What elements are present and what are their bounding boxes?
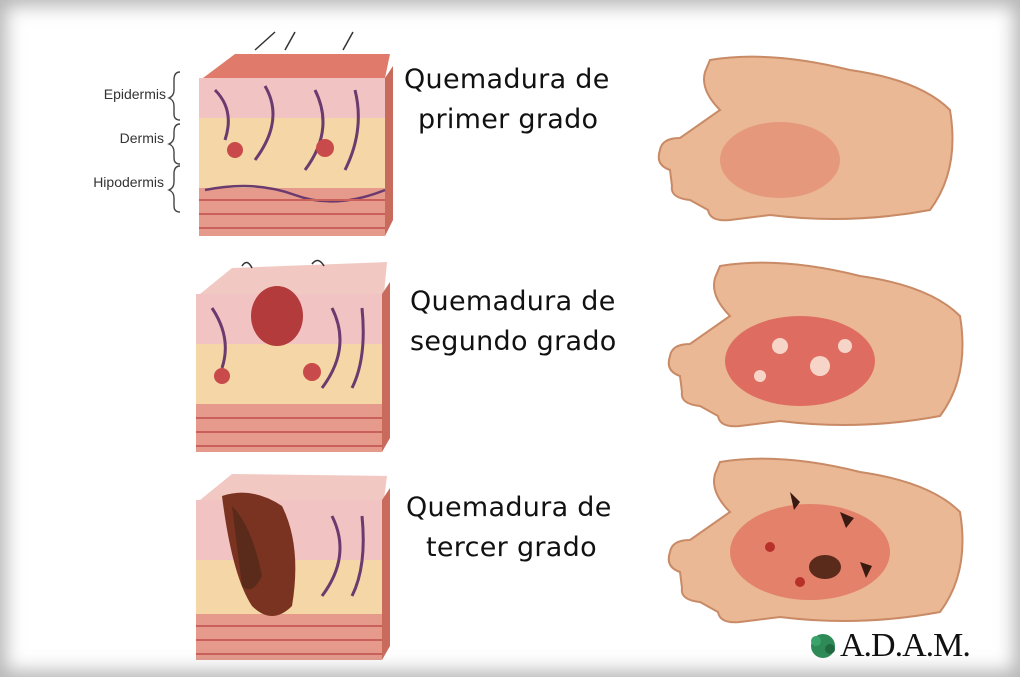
epidermis-label: Epidermis xyxy=(103,86,166,102)
caption-second-degree-line1: Quemadura de xyxy=(410,286,616,317)
caption-first-degree-line2: primer grado xyxy=(418,104,599,135)
skin-cross-section-first-degree xyxy=(199,31,393,236)
caption-first-degree: Quemadura de primer grado xyxy=(404,60,610,140)
layer-braces xyxy=(167,71,181,213)
skin-cross-section-third-degree xyxy=(196,474,390,660)
hand-third-degree xyxy=(667,457,964,624)
skin-cross-section-second-degree xyxy=(196,259,390,452)
caption-third-degree-line1: Quemadura de xyxy=(406,492,612,523)
caption-second-degree: Quemadura de segundo grado xyxy=(410,282,617,362)
hand-first-degree xyxy=(657,55,954,222)
adam-logo-text: A.D.A.M. xyxy=(840,627,971,664)
hypodermis-label: Hipodermis xyxy=(93,174,164,190)
adam-logo-icon xyxy=(811,634,835,658)
caption-second-degree-line2: segundo grado xyxy=(410,326,617,357)
dermis-label: Dermis xyxy=(119,130,164,146)
caption-third-degree-line2: tercer grado xyxy=(426,532,597,563)
caption-first-degree-line1: Quemadura de xyxy=(404,64,610,95)
hand-second-degree xyxy=(667,261,964,428)
caption-third-degree: Quemadura de tercer grado xyxy=(406,488,612,568)
